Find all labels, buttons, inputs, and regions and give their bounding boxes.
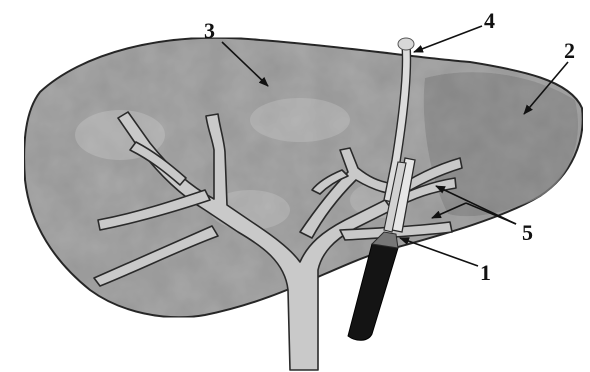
leader-line-4	[414, 26, 482, 52]
mottle	[250, 98, 350, 142]
leader-line-1	[400, 238, 478, 266]
label-5: 5	[522, 220, 533, 245]
label-1: 1	[480, 260, 491, 285]
bile-duct-end	[398, 38, 414, 50]
label-3: 3	[204, 18, 215, 43]
right-lobe-shading	[424, 72, 578, 216]
label-4: 4	[484, 8, 495, 33]
label-2: 2	[564, 38, 575, 63]
